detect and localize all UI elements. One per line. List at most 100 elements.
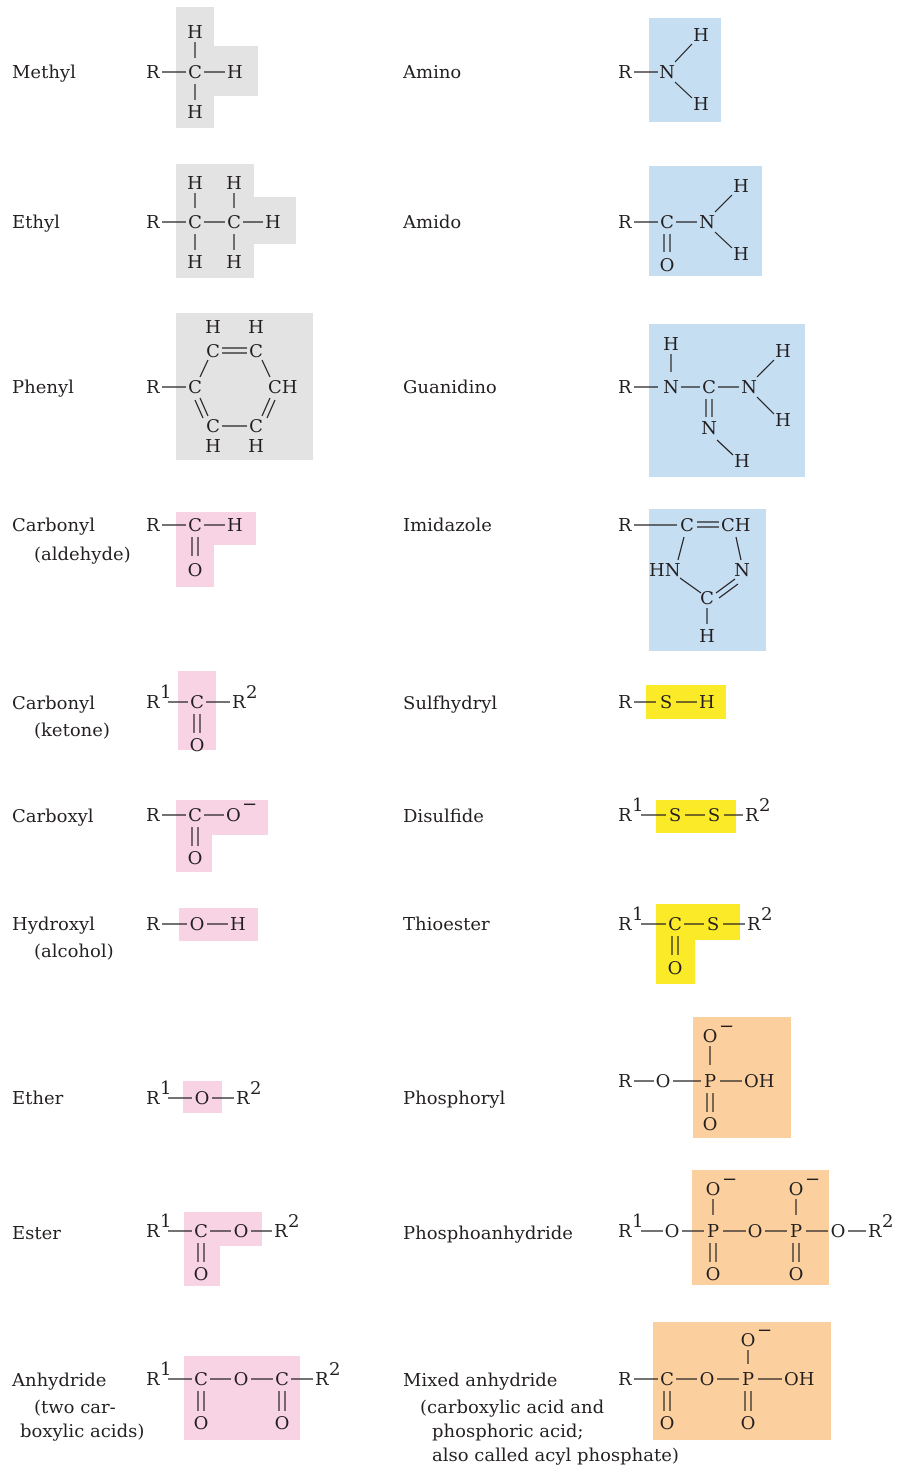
atom-disulfide-s2: S bbox=[708, 805, 720, 826]
atom-carboxyl-c: C bbox=[188, 805, 202, 826]
structure-amido: R C N H H O bbox=[618, 166, 762, 276]
highlight-amido bbox=[649, 166, 762, 276]
atom-phosphoryl-charge: − bbox=[719, 1016, 734, 1037]
atom-ether-o: O bbox=[195, 1088, 210, 1109]
atom-ketone-r1: R bbox=[146, 692, 160, 713]
structure-methyl: R H C H H bbox=[146, 7, 258, 128]
label-mixed-anhydride-sub2: phosphoric acid; bbox=[432, 1421, 584, 1442]
atom-ethyl-h3: H bbox=[187, 252, 203, 273]
atom-thioester-r2: R bbox=[747, 914, 761, 935]
atom-phenyl-c4: C bbox=[206, 416, 220, 437]
atom-carboxyl-o: O bbox=[188, 848, 203, 869]
atom-sulfhydryl-r: R bbox=[618, 692, 632, 713]
atom-amino-r: R bbox=[618, 62, 632, 83]
atom-disulfide-sup2: 2 bbox=[759, 795, 770, 816]
atom-amido-h1: H bbox=[733, 176, 749, 197]
highlight-amino bbox=[649, 18, 721, 122]
structure-carbonyl-ketone: R 1 C R 2 O bbox=[146, 671, 257, 756]
highlight-imidazole bbox=[649, 509, 766, 651]
atom-guanidino-h2: H bbox=[775, 410, 791, 431]
label-ether: Ether bbox=[12, 1088, 64, 1109]
atom-guanidino-r: R bbox=[618, 377, 632, 398]
atom-ester-c: C bbox=[194, 1221, 208, 1242]
atom-imidazole-r: R bbox=[618, 515, 632, 536]
atom-methyl-c: C bbox=[188, 62, 202, 83]
atom-ketone-r2: R bbox=[232, 692, 246, 713]
atom-phosphoanhydride-r2: R bbox=[868, 1221, 882, 1242]
atom-sulfhydryl-s: S bbox=[660, 692, 672, 713]
label-anhydride: Anhydride bbox=[12, 1370, 107, 1391]
label-sulfhydryl: Sulfhydryl bbox=[403, 693, 498, 714]
atom-amino-n: N bbox=[659, 62, 675, 83]
atom-thioester-r1: R bbox=[618, 914, 632, 935]
atom-anhydride-o1: O bbox=[194, 1413, 209, 1434]
atom-ethyl-r: R bbox=[146, 212, 160, 233]
highlight-carboxyl bbox=[176, 800, 268, 872]
atom-ethyl-h2: H bbox=[226, 173, 242, 194]
label-anhydride-sub2: boxylic acids) bbox=[20, 1421, 145, 1442]
highlight-ethyl bbox=[176, 164, 296, 278]
atom-phosphoanhydride-o2: O bbox=[748, 1221, 763, 1242]
label-phosphoanhydride: Phosphoanhydride bbox=[403, 1223, 573, 1244]
atom-phosphoanhydride-odbl2: O bbox=[789, 1264, 804, 1285]
atom-aldehyde-r: R bbox=[146, 515, 160, 536]
structure-disulfide: R 1 S S R 2 bbox=[618, 795, 770, 833]
highlight-ether bbox=[183, 1081, 222, 1113]
atom-aldehyde-o: O bbox=[188, 560, 203, 581]
atom-guanidino-h3: H bbox=[734, 451, 750, 472]
atom-phosphoanhydride-ominus1: O bbox=[706, 1179, 721, 1200]
label-ester: Ester bbox=[12, 1223, 61, 1244]
atom-carboxyl-charge: − bbox=[242, 794, 257, 815]
structure-phosphoryl: R O O − P OH O bbox=[618, 1016, 791, 1138]
atom-anhydride-sup1: 1 bbox=[160, 1359, 171, 1380]
atom-amido-c: C bbox=[660, 212, 674, 233]
atom-methyl-h-bottom: H bbox=[187, 102, 203, 123]
structure-anhydride: R 1 C O C R 2 O O bbox=[146, 1356, 340, 1440]
atom-phenyl-c3: C bbox=[249, 416, 263, 437]
atom-disulfide-s1: S bbox=[669, 805, 681, 826]
atom-anhydride-r1: R bbox=[146, 1369, 160, 1390]
atom-guanidino-n1: N bbox=[663, 377, 679, 398]
atom-phosphoanhydride-charge2: − bbox=[805, 1169, 820, 1190]
atom-phosphoanhydride-o3: O bbox=[831, 1221, 846, 1242]
highlight-mixed-anhydride bbox=[653, 1322, 831, 1440]
atom-amido-o: O bbox=[660, 255, 675, 276]
structure-ester: R 1 C O R 2 O bbox=[146, 1211, 299, 1286]
atom-thioester-c: C bbox=[668, 914, 682, 935]
label-phosphoryl: Phosphoryl bbox=[403, 1088, 506, 1109]
atom-phenyl-h1: H bbox=[205, 317, 221, 338]
label-carbonyl-ketone: Carbonyl bbox=[12, 693, 95, 714]
highlight-phosphoryl bbox=[693, 1017, 791, 1138]
atom-anhydride-sup2: 2 bbox=[329, 1359, 340, 1380]
label-anhydride-sub1: (two car- bbox=[34, 1397, 116, 1418]
label-ethyl: Ethyl bbox=[12, 212, 60, 233]
atom-ester-o: O bbox=[234, 1221, 249, 1242]
atom-anhydride-c2: C bbox=[275, 1369, 289, 1390]
atom-phosphoryl-oh: OH bbox=[744, 1071, 774, 1092]
label-carbonyl-aldehyde: Carbonyl bbox=[12, 515, 95, 536]
atom-ketone-o: O bbox=[190, 735, 205, 756]
atom-ether-sup2: 2 bbox=[250, 1078, 261, 1099]
atom-phosphoryl-r: R bbox=[618, 1071, 632, 1092]
atom-phosphoanhydride-charge1: − bbox=[722, 1169, 737, 1190]
atom-phenyl-r: R bbox=[146, 377, 160, 398]
highlight-phosphoanhydride bbox=[692, 1170, 829, 1285]
label-carbonyl-ketone-sub: (ketone) bbox=[34, 720, 110, 741]
atom-anhydride-o: O bbox=[234, 1369, 249, 1390]
atom-guanidino-h-top: H bbox=[663, 334, 679, 355]
atom-imidazole-c2: C bbox=[700, 588, 714, 609]
structure-carboxyl: R C O − O bbox=[146, 794, 268, 872]
atom-disulfide-r2: R bbox=[745, 805, 759, 826]
atom-ethyl-c2: C bbox=[227, 212, 241, 233]
atom-mixed-oh: OH bbox=[784, 1369, 814, 1390]
atom-mixed-o1: O bbox=[660, 1413, 675, 1434]
atom-ether-r2: R bbox=[236, 1088, 250, 1109]
label-amino: Amino bbox=[403, 62, 462, 83]
atom-sulfhydryl-h: H bbox=[699, 692, 715, 713]
atom-phenyl-c2: C bbox=[249, 341, 263, 362]
atom-imidazole-hn: HN bbox=[649, 560, 680, 581]
atom-methyl-h-right: H bbox=[227, 62, 243, 83]
atom-phosphoanhydride-r1: R bbox=[618, 1221, 632, 1242]
atom-amido-n: N bbox=[699, 212, 715, 233]
atom-thioester-sup2: 2 bbox=[761, 904, 772, 925]
